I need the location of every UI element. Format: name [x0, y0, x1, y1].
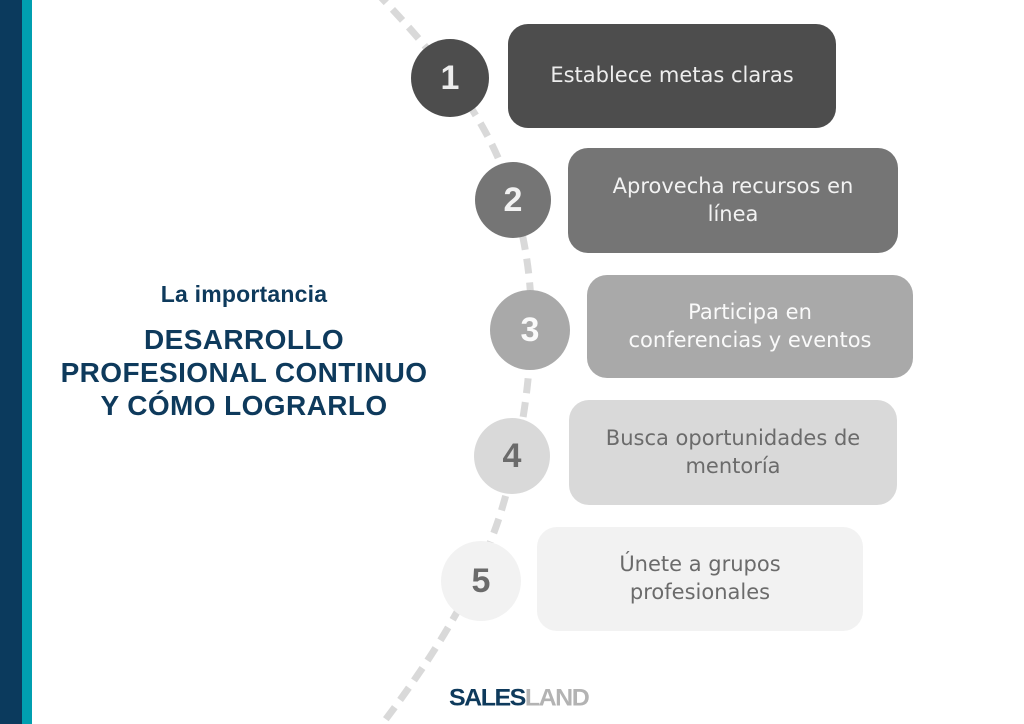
step-5-number-circle: 5	[441, 541, 521, 621]
step-4-label: Busca oportunidades de mentoría	[605, 425, 861, 478]
step-4-label-box: Busca oportunidades de mentoría	[569, 400, 897, 505]
step-5-label: Únete a grupos profesionales	[619, 552, 781, 604]
logo-part-sales: SALES	[449, 684, 526, 712]
logo-part-land: LAND	[524, 684, 590, 712]
left-navy-bar	[0, 0, 22, 724]
step-3-number-circle: 3	[490, 290, 570, 370]
page-title: DESARROLLO PROFESIONAL CONTINUO Y CÓMO L…	[58, 323, 430, 422]
step-2-label-box: Aprovecha recursos en línea	[568, 148, 898, 253]
title-eyebrow: La importancia	[160, 281, 328, 307]
step-3-label-box: Participa en conferencias y eventos	[587, 275, 913, 378]
page-title-line2: PROFESIONAL CONTINUO	[60, 357, 428, 388]
page-title-line3: Y CÓMO LOGRARLO	[100, 390, 388, 421]
step-3-number: 3	[520, 310, 540, 349]
salesland-logo: SALESLAND	[449, 684, 590, 713]
left-teal-bar	[22, 0, 32, 724]
step-5-number: 5	[471, 561, 491, 600]
step-4-number-circle: 4	[474, 418, 550, 494]
step-4-number: 4	[502, 436, 522, 475]
step-1-label: Establece metas claras	[550, 63, 794, 88]
page-title-line1: DESARROLLO	[144, 324, 344, 355]
title-block: La importancia DESARROLLO PROFESIONAL CO…	[58, 281, 430, 422]
step-3-label: Participa en conferencias y eventos	[628, 299, 872, 352]
step-1-number: 1	[440, 58, 460, 97]
step-2-number-circle: 2	[475, 162, 551, 238]
step-1-number-circle: 1	[411, 39, 489, 117]
step-5-label-box: Únete a grupos profesionales	[537, 527, 863, 631]
step-1-label-box: Establece metas claras	[508, 24, 836, 128]
step-2-number: 2	[503, 180, 523, 219]
step-2-label: Aprovecha recursos en línea	[612, 173, 854, 226]
